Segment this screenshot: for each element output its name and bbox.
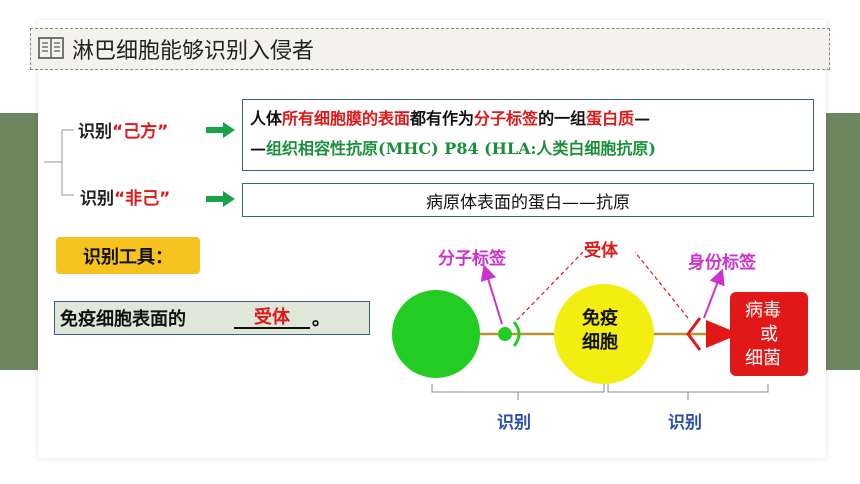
nonself-label-prefix: 识别	[80, 189, 114, 209]
immune-cell-label-1: 免疫	[582, 308, 618, 329]
green-cell	[392, 290, 480, 378]
pathogen-label-3: 细菌	[745, 348, 781, 369]
nonself-definition: 病原体表面的蛋白——抗原	[426, 192, 630, 213]
right-green-band	[822, 113, 860, 370]
pathogen-label-2: 或	[760, 324, 778, 345]
identity-tag-arrow	[703, 268, 725, 319]
molecular-tag-dot	[498, 327, 512, 341]
self-definition-box	[242, 99, 814, 171]
bracket-left	[431, 384, 605, 393]
receptor-blank	[234, 305, 310, 329]
receptor-dash-left	[516, 251, 584, 321]
recognize-right-label: 识别	[668, 413, 702, 433]
molecular-tag-arrow	[480, 264, 503, 325]
receptor-fill-box	[54, 301, 370, 335]
self-label-quote: “己方”	[112, 122, 169, 142]
page-title: 淋巴细胞能够识别入侵者	[72, 39, 315, 64]
receptor-label: 受体	[584, 241, 618, 261]
identity-tag-label: 身份标签	[688, 253, 756, 273]
left-green-band	[0, 113, 40, 370]
self-recognition-label: 识别“己方”	[78, 117, 168, 142]
receptor-answer: 受体	[254, 307, 290, 328]
nonself-definition-box	[242, 183, 814, 217]
pathogen-spike	[706, 320, 740, 348]
pathogen-label-1: 病毒	[745, 300, 781, 321]
book-icon	[38, 37, 64, 59]
immune-cell	[554, 284, 654, 384]
receptor-prefix: 免疫细胞表面的	[60, 309, 186, 330]
recognize-left-label: 识别	[497, 413, 531, 433]
immune-cell-label-2: 细胞	[582, 332, 618, 353]
nonself-arrow-icon	[206, 191, 235, 207]
receptor-arc	[512, 321, 521, 347]
pathogen-box	[730, 292, 808, 376]
self-definition-line-1: 人体所有细胞膜的表面都有作为分子标签的一组蛋白质—	[250, 109, 651, 128]
bracket-right	[607, 384, 769, 393]
recognition-tool-label: 识别工具：	[56, 237, 200, 274]
self-label-prefix: 识别	[78, 122, 112, 142]
title-bar	[30, 28, 830, 70]
nonself-recognition-label: 识别“非己”	[80, 184, 170, 209]
identity-receptor	[686, 317, 702, 351]
nonself-label-quote: “非己”	[114, 189, 171, 209]
molecular-tag-label: 分子标签	[438, 249, 506, 269]
self-definition-line-2: —组织相容性抗原(MHC) P84 (HLA:人类白细胞抗原)	[250, 139, 656, 158]
receptor-dash-right	[634, 251, 689, 319]
self-arrow-icon	[206, 122, 235, 138]
receptor-suffix: 。	[312, 309, 330, 330]
